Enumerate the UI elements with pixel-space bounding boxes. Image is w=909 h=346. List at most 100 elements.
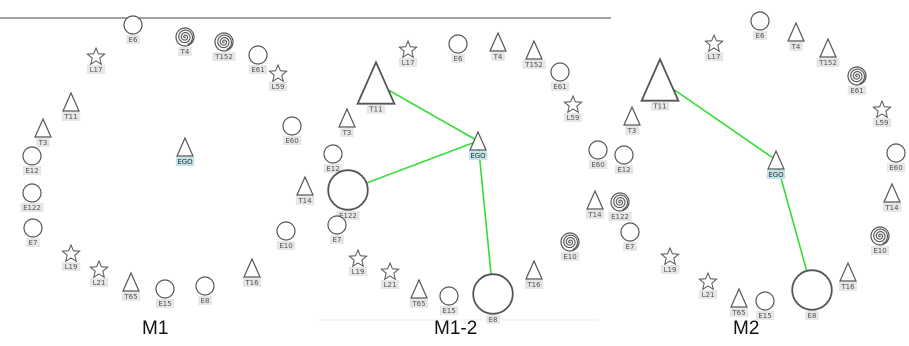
node-e7[interactable]: E7 — [23, 218, 43, 247]
node-label-bg — [380, 280, 400, 289]
node-t14[interactable]: T14 — [585, 189, 605, 219]
node-label-bg — [268, 82, 288, 91]
node-e60[interactable]: E60 — [588, 140, 608, 169]
node-label-bg — [26, 238, 40, 247]
node-e60r[interactable]: E60 — [886, 143, 906, 172]
node-e8[interactable]: E8 — [791, 269, 833, 320]
node-t3[interactable]: T3 — [34, 117, 52, 147]
node-t152[interactable]: T152 — [522, 39, 546, 69]
node-t11[interactable]: T11 — [356, 60, 396, 114]
node-l19[interactable]: L19 — [61, 243, 81, 271]
node-e15[interactable]: E15 — [439, 286, 459, 315]
node-t152[interactable]: T152 — [816, 37, 840, 67]
node-e12[interactable]: E12 — [614, 145, 634, 174]
node-ego[interactable]: EGO — [766, 149, 786, 179]
node-label-bg — [323, 164, 343, 173]
spiral-icon — [613, 194, 629, 211]
node-l21[interactable]: L21 — [380, 261, 400, 289]
node-e122[interactable]: E122 — [327, 169, 369, 220]
node-e122[interactable]: E122 — [20, 183, 44, 212]
node-t14[interactable]: T14 — [295, 175, 315, 205]
node-t65[interactable]: T65 — [729, 287, 749, 317]
node-label-bg — [89, 278, 109, 287]
node-e122[interactable]: E122 — [608, 192, 632, 221]
node-e6[interactable]: E6 — [123, 15, 143, 44]
node-label: EGO — [177, 158, 193, 166]
node-l59[interactable]: L59 — [563, 94, 583, 122]
node-l19[interactable]: L19 — [348, 248, 368, 276]
node-l19[interactable]: L19 — [660, 246, 680, 274]
node-e10[interactable]: E10 — [276, 221, 296, 250]
node-t4[interactable]: T4 — [787, 21, 805, 51]
node-e8[interactable]: E8 — [472, 273, 514, 324]
node-e15[interactable]: E15 — [755, 291, 775, 320]
node-t4[interactable]: T4 — [175, 27, 195, 56]
node-label-bg — [61, 262, 81, 271]
node-e12[interactable]: E12 — [22, 146, 42, 175]
node-label-bg — [175, 157, 195, 166]
node-t11[interactable]: T11 — [61, 91, 81, 121]
node-label-bg — [212, 52, 236, 61]
node-label-bg — [336, 210, 360, 220]
spiral-icon — [873, 228, 889, 245]
node-t152[interactable]: T152 — [212, 32, 236, 61]
triangle-icon — [839, 261, 857, 282]
node-t4[interactable]: T4 — [489, 31, 507, 61]
node-t16[interactable]: T16 — [524, 259, 544, 289]
node-e6[interactable]: E6 — [448, 34, 468, 63]
node-t3[interactable]: T3 — [338, 107, 356, 137]
node-label-bg — [451, 54, 465, 63]
circle-icon — [550, 62, 570, 82]
triangle-icon — [410, 278, 428, 299]
node-l21[interactable]: L21 — [698, 271, 718, 299]
node-label: T3 — [627, 127, 637, 135]
node-t16[interactable]: T16 — [242, 257, 262, 287]
panel-title-m2: M2 — [733, 318, 760, 339]
node-ego[interactable]: EGO — [468, 130, 488, 160]
circle-icon — [750, 11, 770, 31]
circle-icon — [886, 143, 906, 163]
node-e60[interactable]: E60 — [282, 116, 302, 145]
star-icon — [872, 99, 892, 119]
node-label-bg — [348, 267, 368, 276]
circle-icon — [22, 146, 42, 166]
node-e7[interactable]: E7 — [327, 215, 347, 244]
node-label-bg — [468, 151, 488, 160]
node-t65[interactable]: T65 — [121, 271, 141, 301]
node-l17[interactable]: L17 — [86, 46, 106, 74]
node-t11[interactable]: T11 — [640, 57, 680, 111]
node-label: EGO — [768, 171, 784, 179]
node-e6[interactable]: E6 — [750, 11, 770, 40]
node-e10[interactable]: E10 — [870, 226, 890, 255]
node-e61[interactable]: E61 — [550, 62, 570, 91]
node-label: L21 — [93, 279, 106, 287]
node-t65[interactable]: T65 — [409, 278, 429, 308]
circle-icon — [791, 269, 833, 311]
node-e10[interactable]: E10 — [560, 232, 580, 261]
node-label-bg — [155, 299, 175, 308]
node-label: E10 — [279, 242, 292, 250]
node-l17[interactable]: L17 — [398, 39, 418, 67]
node-e15[interactable]: E15 — [155, 279, 175, 308]
node-e61[interactable]: E61 — [847, 66, 867, 95]
node-t14r[interactable]: T14 — [882, 182, 902, 212]
node-l59[interactable]: L59 — [872, 99, 892, 127]
node-l59[interactable]: L59 — [268, 63, 288, 91]
node-t3[interactable]: T3 — [623, 105, 641, 135]
node-e12[interactable]: E12 — [323, 144, 343, 173]
node-label-bg — [766, 170, 786, 179]
node-e61[interactable]: E61 — [248, 45, 268, 74]
node-e8[interactable]: E8 — [195, 276, 215, 305]
node-l21[interactable]: L21 — [89, 259, 109, 287]
circle-icon — [439, 286, 459, 306]
node-t16[interactable]: T16 — [838, 261, 858, 291]
node-l17[interactable]: L17 — [704, 33, 724, 61]
circle-icon — [327, 215, 347, 235]
triangle-icon — [176, 136, 194, 157]
node-e7[interactable]: E7 — [620, 222, 640, 251]
circle-icon — [23, 218, 43, 238]
node-label-bg — [524, 280, 544, 289]
spiral-icon — [563, 234, 579, 251]
node-ego[interactable]: EGO — [175, 136, 195, 166]
node-label: L19 — [352, 268, 365, 276]
